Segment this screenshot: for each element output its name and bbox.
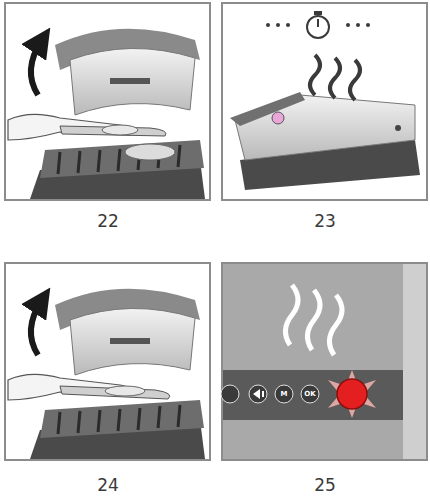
- figure-number: 23: [314, 213, 336, 230]
- panel-22: [5, 3, 210, 200]
- button-label: OK: [304, 391, 315, 398]
- figure-number: 22: [97, 213, 119, 230]
- panel-23: [222, 3, 427, 200]
- figure-number: 25: [314, 477, 336, 494]
- figure-number: 24: [97, 477, 119, 494]
- panel-24: [5, 263, 210, 460]
- button-label: M: [281, 391, 288, 398]
- panel-25: [221, 263, 427, 460]
